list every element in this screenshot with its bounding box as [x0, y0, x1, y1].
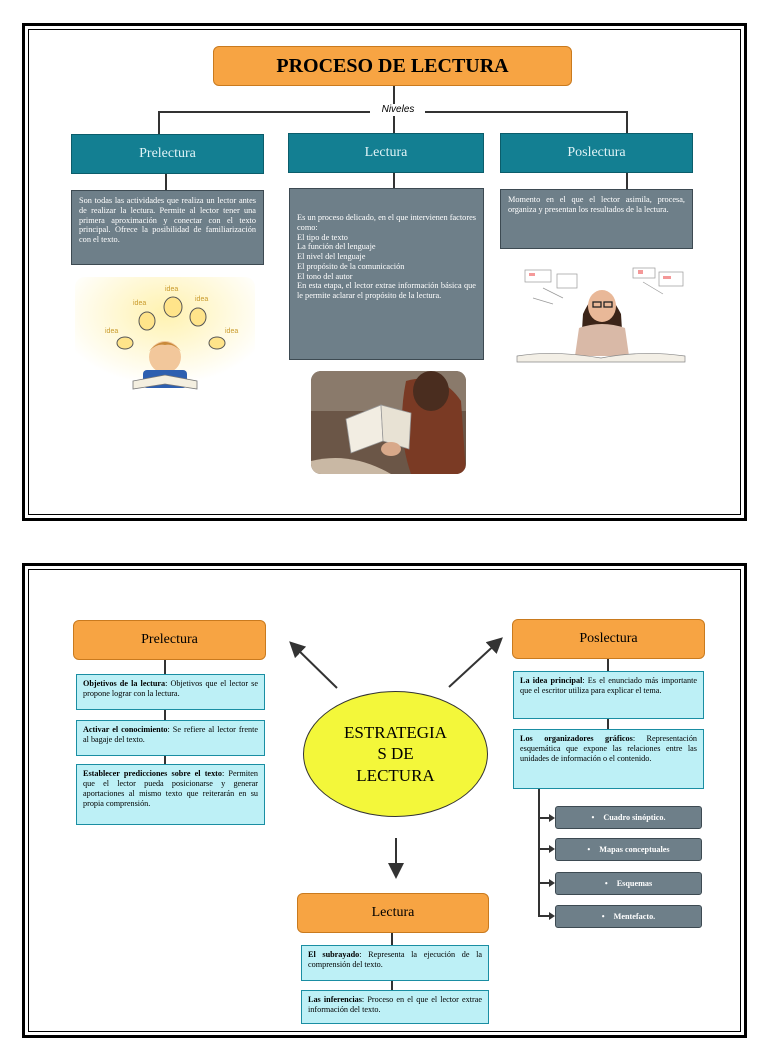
bulb-label: idea — [165, 286, 178, 293]
item-desc: : Representa la ejecución de la comprens… — [308, 950, 482, 969]
connector — [164, 660, 166, 674]
lectura-line: El tipo de texto — [297, 232, 348, 242]
strategy-poslectura-header: Poslectura — [512, 619, 705, 659]
poslectura-item: La idea principal: Es el enunciado más i… — [513, 671, 704, 719]
lectura-line: El tono del autor — [297, 271, 353, 281]
title-box: PROCESO DE LECTURA — [213, 46, 572, 86]
lectura-description: Es un proceso delicado, en el que interv… — [289, 188, 484, 360]
connector — [158, 111, 160, 134]
prelectura-description: Son todas las actividades que realiza un… — [71, 190, 264, 265]
level-label: Poslectura — [567, 145, 626, 160]
arrow-head — [549, 814, 555, 822]
item-term: Establecer predicciones sobre el texto — [83, 769, 222, 778]
lectura-item: El subrayado: Representa la ejecución de… — [301, 945, 489, 981]
strategy-label: Poslectura — [579, 631, 638, 646]
item-term: Objetivos de la lectura — [83, 679, 166, 688]
level-label: Lectura — [364, 145, 408, 160]
connector — [607, 719, 609, 729]
center-title-line: ESTRATEGIA — [344, 723, 447, 743]
prelectura-item: Objetivos de la lectura: Objetivos que e… — [76, 674, 265, 710]
level-lectura: Lectura — [288, 133, 484, 173]
strategy-label: Prelectura — [141, 632, 198, 647]
lectura-line: El nivel del lenguaje — [297, 252, 366, 262]
item-term: Las inferencias — [308, 995, 362, 1004]
top-panel-frame — [22, 23, 747, 521]
connector — [538, 848, 551, 850]
connector — [538, 789, 540, 916]
connector — [626, 111, 628, 133]
strategy-lectura-header: Lectura — [297, 893, 489, 933]
bulb-label: idea — [133, 300, 146, 307]
arrow-head — [549, 912, 555, 920]
item-desc: : Representación esquemática que expone … — [520, 734, 698, 763]
lectura-line: La función del lenguaje — [297, 242, 376, 252]
item-term: La idea principal — [520, 676, 583, 685]
organizer-item: Cuadro sinóptico. — [555, 806, 702, 829]
bulb-label: idea — [225, 328, 238, 335]
organizer-label: Esquemas — [616, 879, 653, 888]
connector — [393, 116, 395, 133]
organizer-label: Mentefacto. — [613, 912, 656, 921]
item-term: Los organizadores gráficos — [520, 734, 633, 743]
organizer-item: Mapas conceptuales — [555, 838, 702, 861]
item-desc: : Es el enunciado más importante que el … — [520, 676, 697, 695]
poslectura-description: Momento en el que el lector asimila, pro… — [500, 189, 693, 249]
connector — [425, 111, 628, 113]
strategies-ellipse: ESTRATEGIA S DE LECTURA — [303, 691, 488, 817]
connector — [538, 915, 551, 917]
connector — [165, 174, 167, 190]
connector — [538, 882, 551, 884]
poslectura-item: Los organizadores gráficos: Representaci… — [513, 729, 704, 789]
connector — [393, 86, 395, 104]
connector — [158, 111, 370, 113]
connector — [391, 933, 393, 945]
level-prelectura: Prelectura — [71, 134, 264, 174]
lectura-line: El propósito de la comunicación — [297, 261, 405, 271]
child-reading-illustration: idea idea idea idea idea — [75, 277, 255, 397]
connector — [391, 981, 393, 990]
level-poslectura: Poslectura — [500, 133, 693, 173]
arrow-head — [549, 845, 555, 853]
lectura-line: Es un proceso delicado, en el que interv… — [297, 213, 476, 232]
organizer-item: Esquemas — [555, 872, 702, 895]
arrow-head — [549, 879, 555, 887]
bulb-label: idea — [195, 296, 208, 303]
connector — [607, 659, 609, 671]
woman-reading-illustration — [513, 264, 689, 366]
bulb-label: idea — [105, 328, 118, 335]
item-desc: : Se refiere al lector frente al bagaje … — [83, 725, 258, 744]
prelectura-item: Establecer predicciones sobre el texto: … — [76, 764, 265, 825]
lectura-item: Las inferencias: Proceso en el que el le… — [301, 990, 489, 1024]
item-desc: : Proceso en el que el lector extrae inf… — [308, 995, 482, 1014]
strategy-label: Lectura — [371, 905, 415, 920]
item-desc: : Permiten que el lector pueda posiciona… — [83, 769, 258, 808]
connector — [626, 173, 628, 189]
item-term: Activar el conocimiento — [83, 725, 168, 734]
strategy-prelectura-header: Prelectura — [73, 620, 266, 660]
connector — [164, 710, 166, 720]
niveles-label: Niveles — [381, 104, 415, 115]
prelectura-item: Activar el conocimiento: Se refiere al l… — [76, 720, 265, 756]
organizer-label: Cuadro sinóptico. — [603, 813, 666, 822]
lectura-line: En esta etapa, el lector extrae informac… — [297, 281, 476, 301]
level-label: Prelectura — [139, 146, 196, 161]
connector — [393, 173, 395, 188]
connector — [164, 756, 166, 764]
title-text: PROCESO DE LECTURA — [276, 54, 509, 77]
item-term: El subrayado — [308, 950, 360, 959]
reading-photo — [311, 371, 466, 474]
organizer-label: Mapas conceptuales — [599, 845, 670, 854]
item-desc: : Objetivos que el lector se propone log… — [83, 679, 259, 698]
organizer-item: Mentefacto. — [555, 905, 702, 928]
center-title-line: S DE — [377, 744, 414, 764]
connector — [538, 817, 551, 819]
center-title-line: LECTURA — [356, 765, 435, 785]
